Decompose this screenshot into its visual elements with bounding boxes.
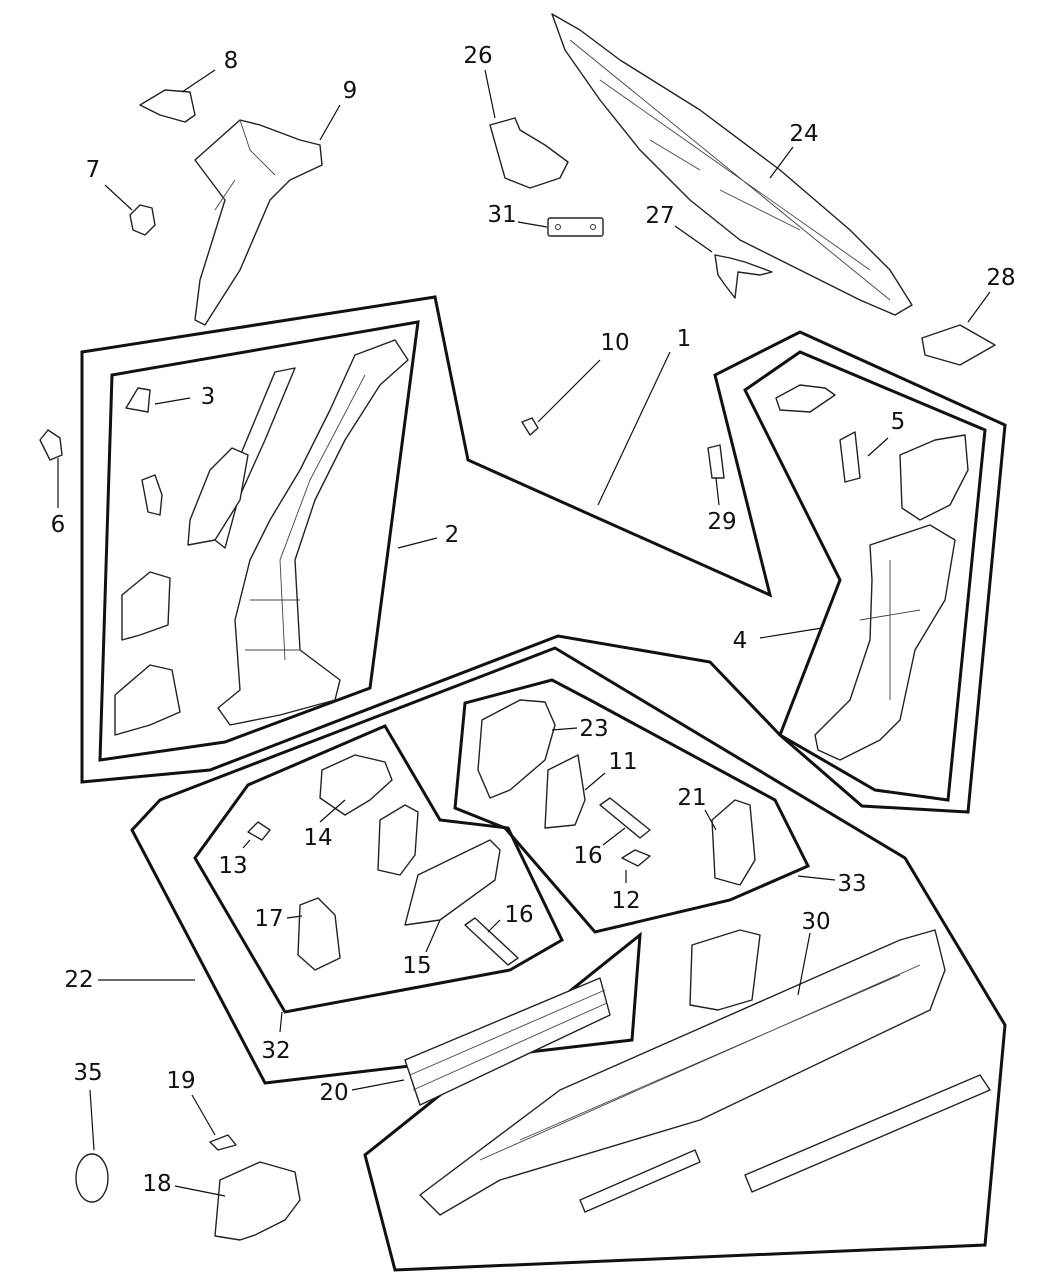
part-14-bracket (319, 754, 393, 816)
part-11-bracket (544, 754, 586, 829)
callout-14: 14 (303, 825, 332, 851)
part-4-pillar (814, 524, 956, 761)
part-35-plug (75, 1153, 109, 1203)
part-5-plate (839, 431, 861, 483)
part-2-b-pillar (217, 339, 409, 726)
part-17-bracket (297, 897, 341, 971)
assembly-2-outline (98, 320, 420, 762)
part-30-sill (419, 929, 946, 1216)
part-13-clip (247, 821, 271, 841)
part-9-pillar (194, 119, 323, 326)
part-4-clip (775, 384, 836, 413)
part-6-bracket (39, 429, 63, 461)
callout-6: 6 (51, 512, 66, 538)
callout-32: 32 (261, 1038, 290, 1064)
part-18-bracket (214, 1161, 301, 1241)
part-26-bracket (489, 117, 569, 189)
part-3-plate (125, 387, 151, 413)
callout-31: 31 (487, 202, 516, 228)
assembly-1-outline (80, 295, 1007, 814)
group-outlines (80, 295, 1007, 1272)
callout-18: 18 (142, 1171, 171, 1197)
part-16-tube-lower (464, 917, 519, 966)
callout-3: 3 (201, 384, 216, 410)
callout-8: 8 (224, 48, 239, 74)
part-8-bracket (139, 89, 196, 123)
callout-20: 20 (319, 1080, 348, 1106)
callout-9: 9 (343, 78, 358, 104)
callout-23: 23 (579, 716, 608, 742)
callout-26: 26 (463, 43, 492, 69)
callout-17: 17 (254, 906, 283, 932)
callout-13: 13 (218, 853, 247, 879)
part-30-bracket (689, 929, 761, 1011)
callout-5: 5 (891, 409, 906, 435)
part-22-rail-lower (579, 1149, 701, 1213)
part-10-clip (521, 417, 539, 436)
leader-lines (57, 69, 991, 1197)
assembly-22-outline (130, 646, 1007, 1272)
part-24-cowl-panel (551, 13, 913, 316)
part-7-clip (129, 204, 156, 236)
part-32-bracket (377, 804, 419, 876)
part-2-clip (141, 474, 163, 516)
callout-28: 28 (986, 265, 1015, 291)
callout-21: 21 (677, 785, 706, 811)
callout-7: 7 (86, 157, 101, 183)
part-2-reinforcement-b (114, 664, 181, 736)
callout-10: 10 (600, 330, 629, 356)
part-16-tube-upper (599, 797, 651, 839)
parts (39, 13, 996, 1241)
callout-16b: 16 (504, 902, 533, 928)
part-31-plate (547, 217, 604, 237)
callout-29: 29 (707, 509, 736, 535)
part-28-plate (921, 324, 996, 366)
part-29-clip (707, 444, 725, 479)
part-15-bracket (404, 839, 501, 926)
callout-2: 2 (445, 522, 460, 548)
callout-33: 33 (837, 871, 866, 897)
callout-labels: 1 2 3 4 5 6 7 8 9 10 11 12 13 14 15 16 1… (51, 43, 1016, 1197)
callout-12: 12 (611, 888, 640, 914)
part-19-clip (209, 1134, 237, 1151)
part-23-panel (477, 699, 556, 799)
part-12-plate (621, 849, 651, 867)
callout-22: 22 (64, 967, 93, 993)
part-2-reinforcement-a (121, 571, 171, 641)
callout-15: 15 (402, 953, 431, 979)
part-22-rail-outer (744, 1074, 991, 1193)
callout-19: 19 (166, 1068, 195, 1094)
assembly-33-outline (453, 678, 811, 934)
part-21-bracket (711, 799, 756, 886)
callout-11: 11 (608, 749, 637, 775)
callout-4: 4 (733, 628, 748, 654)
part-2-bracket-upper (187, 447, 249, 546)
callout-24: 24 (789, 121, 818, 147)
callout-1: 1 (677, 326, 692, 352)
assembly-4-outline (743, 350, 987, 802)
callout-16a: 16 (573, 843, 602, 869)
callout-35: 35 (73, 1060, 102, 1086)
callout-30: 30 (801, 909, 830, 935)
part-27-bracket (714, 254, 773, 299)
part-4-bracket (899, 434, 969, 521)
assembly-32-outline (193, 724, 564, 1014)
callout-27: 27 (645, 203, 674, 229)
